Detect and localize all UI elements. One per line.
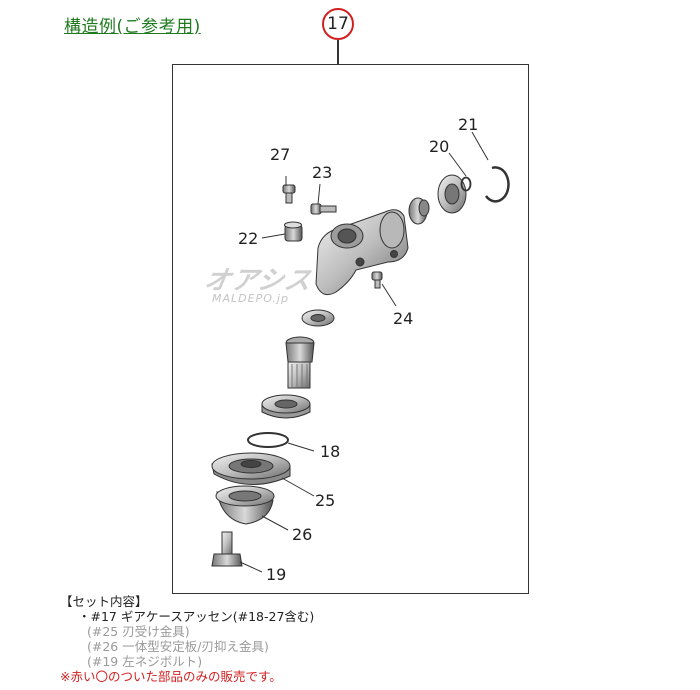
bolt-23 [310,203,337,215]
leader-26 [261,515,289,531]
leader-21 [471,131,489,161]
main-part-leader [337,40,339,64]
label-19: 19 [266,565,286,584]
bearing-upper [437,174,467,214]
leader-22 [261,233,286,239]
set-contents: 【セット内容】 ・#17 ギアケースアッセン(#18-27含む) (#25 刃受… [60,594,314,684]
leader-24 [381,283,397,307]
sales-note: ※赤い〇のついた部品のみの販売です。 [60,669,282,684]
label-22: 22 [238,229,258,248]
plug-22 [284,221,303,242]
main-part-callout: 17 [322,8,354,40]
leader-19 [239,561,263,573]
page-title: 構造例(ご参考用) [64,17,201,37]
ring-18 [247,432,289,448]
screw-24 [371,271,383,289]
bearing-lower-small [301,309,335,327]
label-18: 18 [320,442,340,461]
label-24: 24 [393,309,413,328]
label-23: 23 [312,163,332,182]
bolt-19 [211,531,243,567]
main-part-number: 17 [327,14,349,34]
output-shaft [285,336,315,389]
stabilizer-cup-26 [215,485,275,525]
leader-23 [317,183,321,205]
set-included-item: (#25 刃受け金具) [87,624,190,639]
gear-case-housing [315,209,409,296]
set-main-item: ・#17 ギアケースアッセン(#18-27含む) [78,609,315,624]
bolt-27 [282,184,296,204]
set-heading: 【セット内容】 [60,594,148,609]
label-20: 20 [429,137,449,156]
snapring-21 [484,166,510,203]
leader-18 [287,442,315,452]
watermark-text: MALDEPO.jp [212,292,289,305]
bearing-large [261,394,311,419]
leader-25 [281,477,315,497]
label-25: 25 [315,491,335,510]
leader-20 [448,152,467,177]
label-21: 21 [458,115,478,134]
label-26: 26 [292,525,312,544]
diagram-frame [172,64,529,594]
set-included-item: (#26 一体型安定板/刃抑え金具) [87,639,269,654]
label-27: 27 [270,145,290,164]
blade-holder-25 [211,452,291,485]
pinion-gear [408,197,430,225]
set-included-item: (#19 左ネジボルト) [87,654,203,669]
oring-20 [460,176,472,192]
